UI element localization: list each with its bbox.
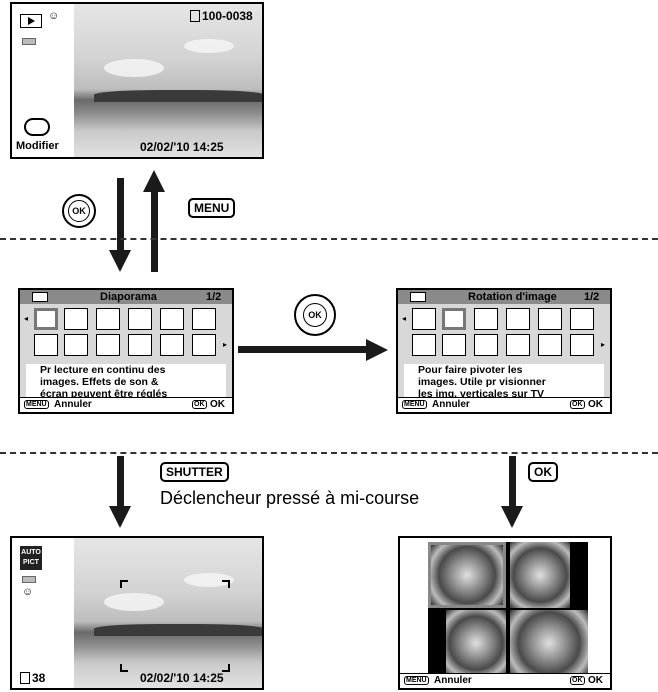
folder-icon (20, 672, 30, 684)
arrow-up-shaft (151, 190, 158, 272)
face-detect-icon: ☺ (48, 10, 60, 22)
ok-button-icon-right: OK (528, 462, 558, 482)
af-frame-corner-icon (222, 580, 230, 588)
menu-scroll-right-icon: ▸ (601, 340, 606, 349)
datetime-stamp: 02/02/'10 14:25 (140, 671, 224, 685)
menu-item-edit[interactable] (412, 334, 436, 356)
arrow-up-head (143, 170, 165, 192)
auto-picture-mode-icon: AUTO PICT (20, 546, 42, 570)
menu-item-slideshow[interactable] (34, 308, 58, 330)
ok-button-icon: OK (62, 194, 96, 228)
menu-button-icon: MENU (188, 198, 236, 218)
shutter-caption: Déclencheur pressé à mi-course (160, 488, 420, 508)
playback-tab-icon (32, 292, 48, 302)
rotate-preview-screen: MENU Annuler OK OK (398, 536, 612, 690)
rotation-option-0[interactable] (428, 542, 506, 608)
menu-item-frame[interactable] (192, 308, 216, 330)
playback-tab-icon (410, 292, 426, 302)
rotation-option-270[interactable] (446, 610, 506, 676)
battery-icon (22, 38, 36, 45)
ok-badge: OK (570, 400, 585, 409)
arrow-down-right-shaft (509, 456, 516, 508)
landscape-photo (74, 4, 262, 157)
menu-item-copy[interactable] (192, 334, 216, 356)
capture-screen: AUTO PICT ☺ 38 02/02/'10 14:25 (10, 536, 264, 690)
menu-footer: MENU Annuler OK OK (20, 397, 232, 412)
file-number: 100-0038 (202, 9, 253, 23)
menu-item-filter[interactable] (474, 308, 498, 330)
arrow-right-head (366, 339, 388, 361)
menu-item-resize[interactable] (128, 308, 152, 330)
preview-footer: MENU Annuler OK OK (400, 673, 610, 688)
menu-item-rotate[interactable] (64, 308, 88, 330)
menu-description: Pour faire pivoter les images. Utile pr … (404, 364, 604, 400)
menu-item-dpof[interactable] (538, 334, 562, 356)
arrow-down-right-head (501, 506, 523, 528)
remaining-shots: 38 (32, 671, 46, 685)
cancel-label[interactable]: Annuler (434, 675, 472, 686)
ok-label[interactable]: OK (210, 399, 225, 410)
arrow-right-shaft (238, 346, 368, 353)
cancel-label[interactable]: Annuler (54, 399, 92, 410)
playback-mode-icon (20, 14, 42, 28)
four-way-ok-button-icon: OK (294, 294, 336, 336)
playback-screen-top: ☺ 100-0038 Modifier 02/02/'10 14:25 (10, 2, 264, 159)
menu-scroll-left-icon: ◂ (24, 314, 29, 323)
menu-footer: MENU Annuler OK OK (398, 397, 610, 412)
cancel-label[interactable]: Annuler (432, 399, 470, 410)
ok-label[interactable]: OK (588, 399, 603, 410)
af-frame-corner-icon (120, 580, 128, 588)
ok-badge: OK (192, 400, 207, 409)
menu-item-slideshow[interactable] (412, 308, 436, 330)
menu-title: Rotation d'image (468, 291, 557, 303)
arrow-down-head (109, 250, 131, 272)
landscape-photo (74, 538, 262, 688)
menu-item-protect[interactable] (506, 334, 530, 356)
menu-item-crop[interactable] (538, 308, 562, 330)
menu-item-memo[interactable] (96, 334, 120, 356)
ok-label[interactable]: OK (588, 675, 603, 686)
menu-description: Pr lecture en continu des images. Effets… (26, 364, 226, 400)
menu-item-copy[interactable] (570, 334, 594, 356)
arrow-down-left-head (109, 506, 131, 528)
menu-item-redeye[interactable] (442, 334, 466, 356)
menu-item-filter[interactable] (96, 308, 120, 330)
ok-badge: OK (570, 676, 585, 685)
menu-title: Diaporama (100, 291, 157, 303)
menu-item-redeye[interactable] (64, 334, 88, 356)
modify-label: Modifier (16, 140, 59, 152)
separator-line-top (0, 238, 658, 240)
menu-scroll-left-icon: ◂ (402, 314, 407, 323)
menu-badge: MENU (402, 400, 427, 409)
menu-screen-slideshow: Diaporama 1/2 ◂ ▸ Pr lecture en continu … (18, 288, 234, 414)
menu-item-protect[interactable] (128, 334, 152, 356)
rotation-option-180[interactable] (510, 610, 588, 676)
menu-page: 1/2 (206, 291, 222, 303)
menu-badge: MENU (24, 400, 49, 409)
menu-page: 1/2 (584, 291, 600, 303)
separator-line-bottom (0, 452, 658, 454)
af-frame-corner-icon (120, 664, 128, 672)
menu-scroll-right-icon: ▸ (223, 340, 228, 349)
rotation-option-90[interactable] (510, 542, 570, 608)
folder-icon (190, 10, 200, 22)
menu-item-edit[interactable] (34, 334, 58, 356)
four-way-controller-icon (24, 118, 50, 136)
datetime-stamp: 02/02/'10 14:25 (140, 140, 224, 154)
menu-item-dpof[interactable] (160, 334, 184, 356)
arrow-down-shaft (117, 178, 124, 252)
af-frame-corner-icon (222, 664, 230, 672)
menu-item-frame[interactable] (570, 308, 594, 330)
menu-item-memo[interactable] (474, 334, 498, 356)
face-detect-icon: ☺ (22, 586, 34, 598)
shutter-button-icon: SHUTTER (160, 462, 229, 482)
menu-badge: MENU (404, 676, 429, 685)
menu-item-rotate[interactable] (442, 308, 466, 330)
menu-screen-rotate: Rotation d'image 1/2 ◂ ▸ Pour faire pivo… (396, 288, 612, 414)
battery-icon (22, 576, 36, 583)
menu-item-resize[interactable] (506, 308, 530, 330)
menu-item-crop[interactable] (160, 308, 184, 330)
arrow-down-left-shaft (117, 456, 124, 508)
